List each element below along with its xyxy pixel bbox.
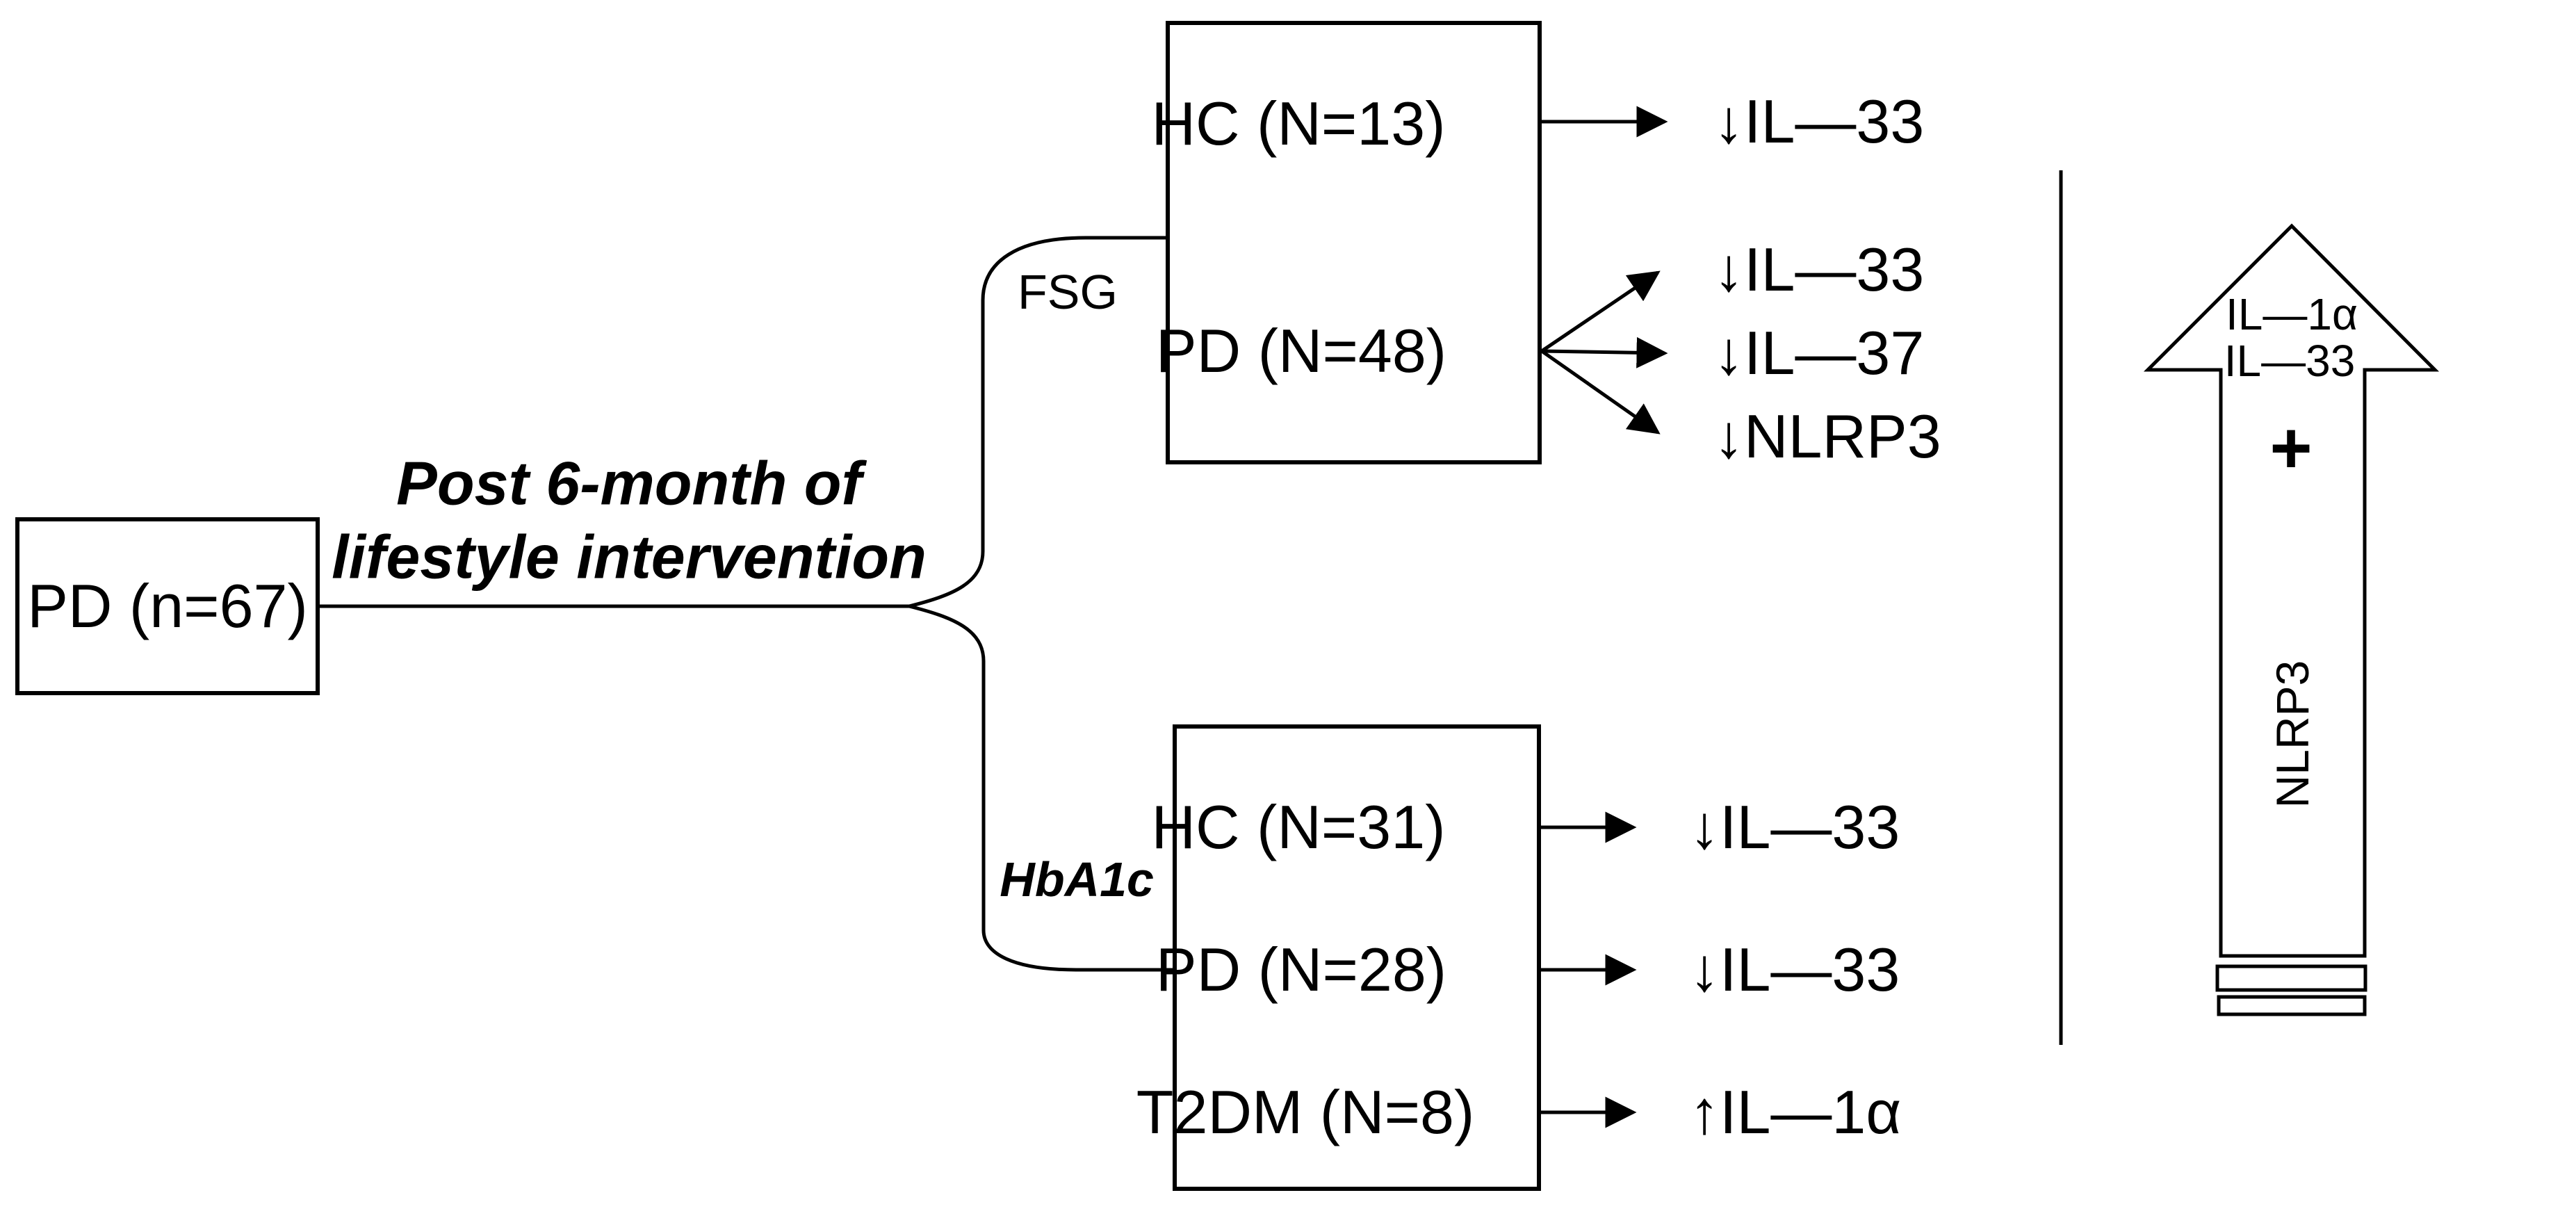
hba1c-box-row-t2dm: T2DM (N=8) [1136, 1078, 1475, 1146]
summary-arrow-plus-sign: + [2269, 407, 2313, 489]
hba1c-group-box [1173, 724, 1541, 1191]
outcome-fsg-pd-3: ↓NLRP3 [1713, 402, 1941, 471]
summary-arrow-text-il33: IL—33 [2224, 336, 2356, 386]
root-box-label: PD (n=67) [27, 571, 308, 640]
fsg-group-box [1166, 21, 1542, 464]
outcome-hba1c-t2dm: ↑IL—1α [1689, 1078, 1902, 1146]
summary-arrow-break-bar-2 [2217, 995, 2367, 1016]
fsg-box-row-pd: PD (N=48) [1155, 316, 1447, 385]
hba1c-box-row-pd: PD (N=28) [1155, 935, 1447, 1004]
branch-label-fsg: FSG [1018, 265, 1118, 319]
summary-arrow-text-il1a: IL—1α [2226, 289, 2358, 339]
outcome-fsg-hc: ↓IL—33 [1713, 87, 1925, 156]
summary-arrow-break-bar-1 [2215, 964, 2367, 992]
caption-line-1: Post 6-month of [396, 448, 862, 518]
arrow-fsg-pd-3 [1540, 349, 1661, 435]
summary-arrow-text-nlrp3: NLRP3 [2267, 660, 2318, 809]
outcome-hba1c-pd: ↓IL—33 [1689, 935, 1900, 1004]
arrow-fsg-pd-2 [1541, 336, 1668, 368]
outcome-fsg-pd-2: ↓IL—37 [1713, 318, 1925, 387]
hba1c-box-row-hc: HC (N=31) [1151, 793, 1446, 861]
root-box [15, 517, 320, 695]
fsg-box-row-hc: HC (N=13) [1151, 89, 1446, 158]
outcome-fsg-pd-1: ↓IL—33 [1713, 235, 1925, 304]
branch-hba1c-line [908, 604, 1175, 972]
intervention-caption: Post 6-month of lifestyle intervention [332, 446, 927, 593]
summary-up-arrow [2143, 223, 2440, 958]
branch-fsg-line [908, 236, 1168, 608]
caption-line-2: lifestyle intervention [332, 522, 927, 591]
arrow-fsg-pd-1 [1540, 270, 1661, 353]
outcome-hba1c-hc: ↓IL—33 [1689, 793, 1900, 861]
branch-label-hba1c: HbA1c [1000, 852, 1154, 907]
